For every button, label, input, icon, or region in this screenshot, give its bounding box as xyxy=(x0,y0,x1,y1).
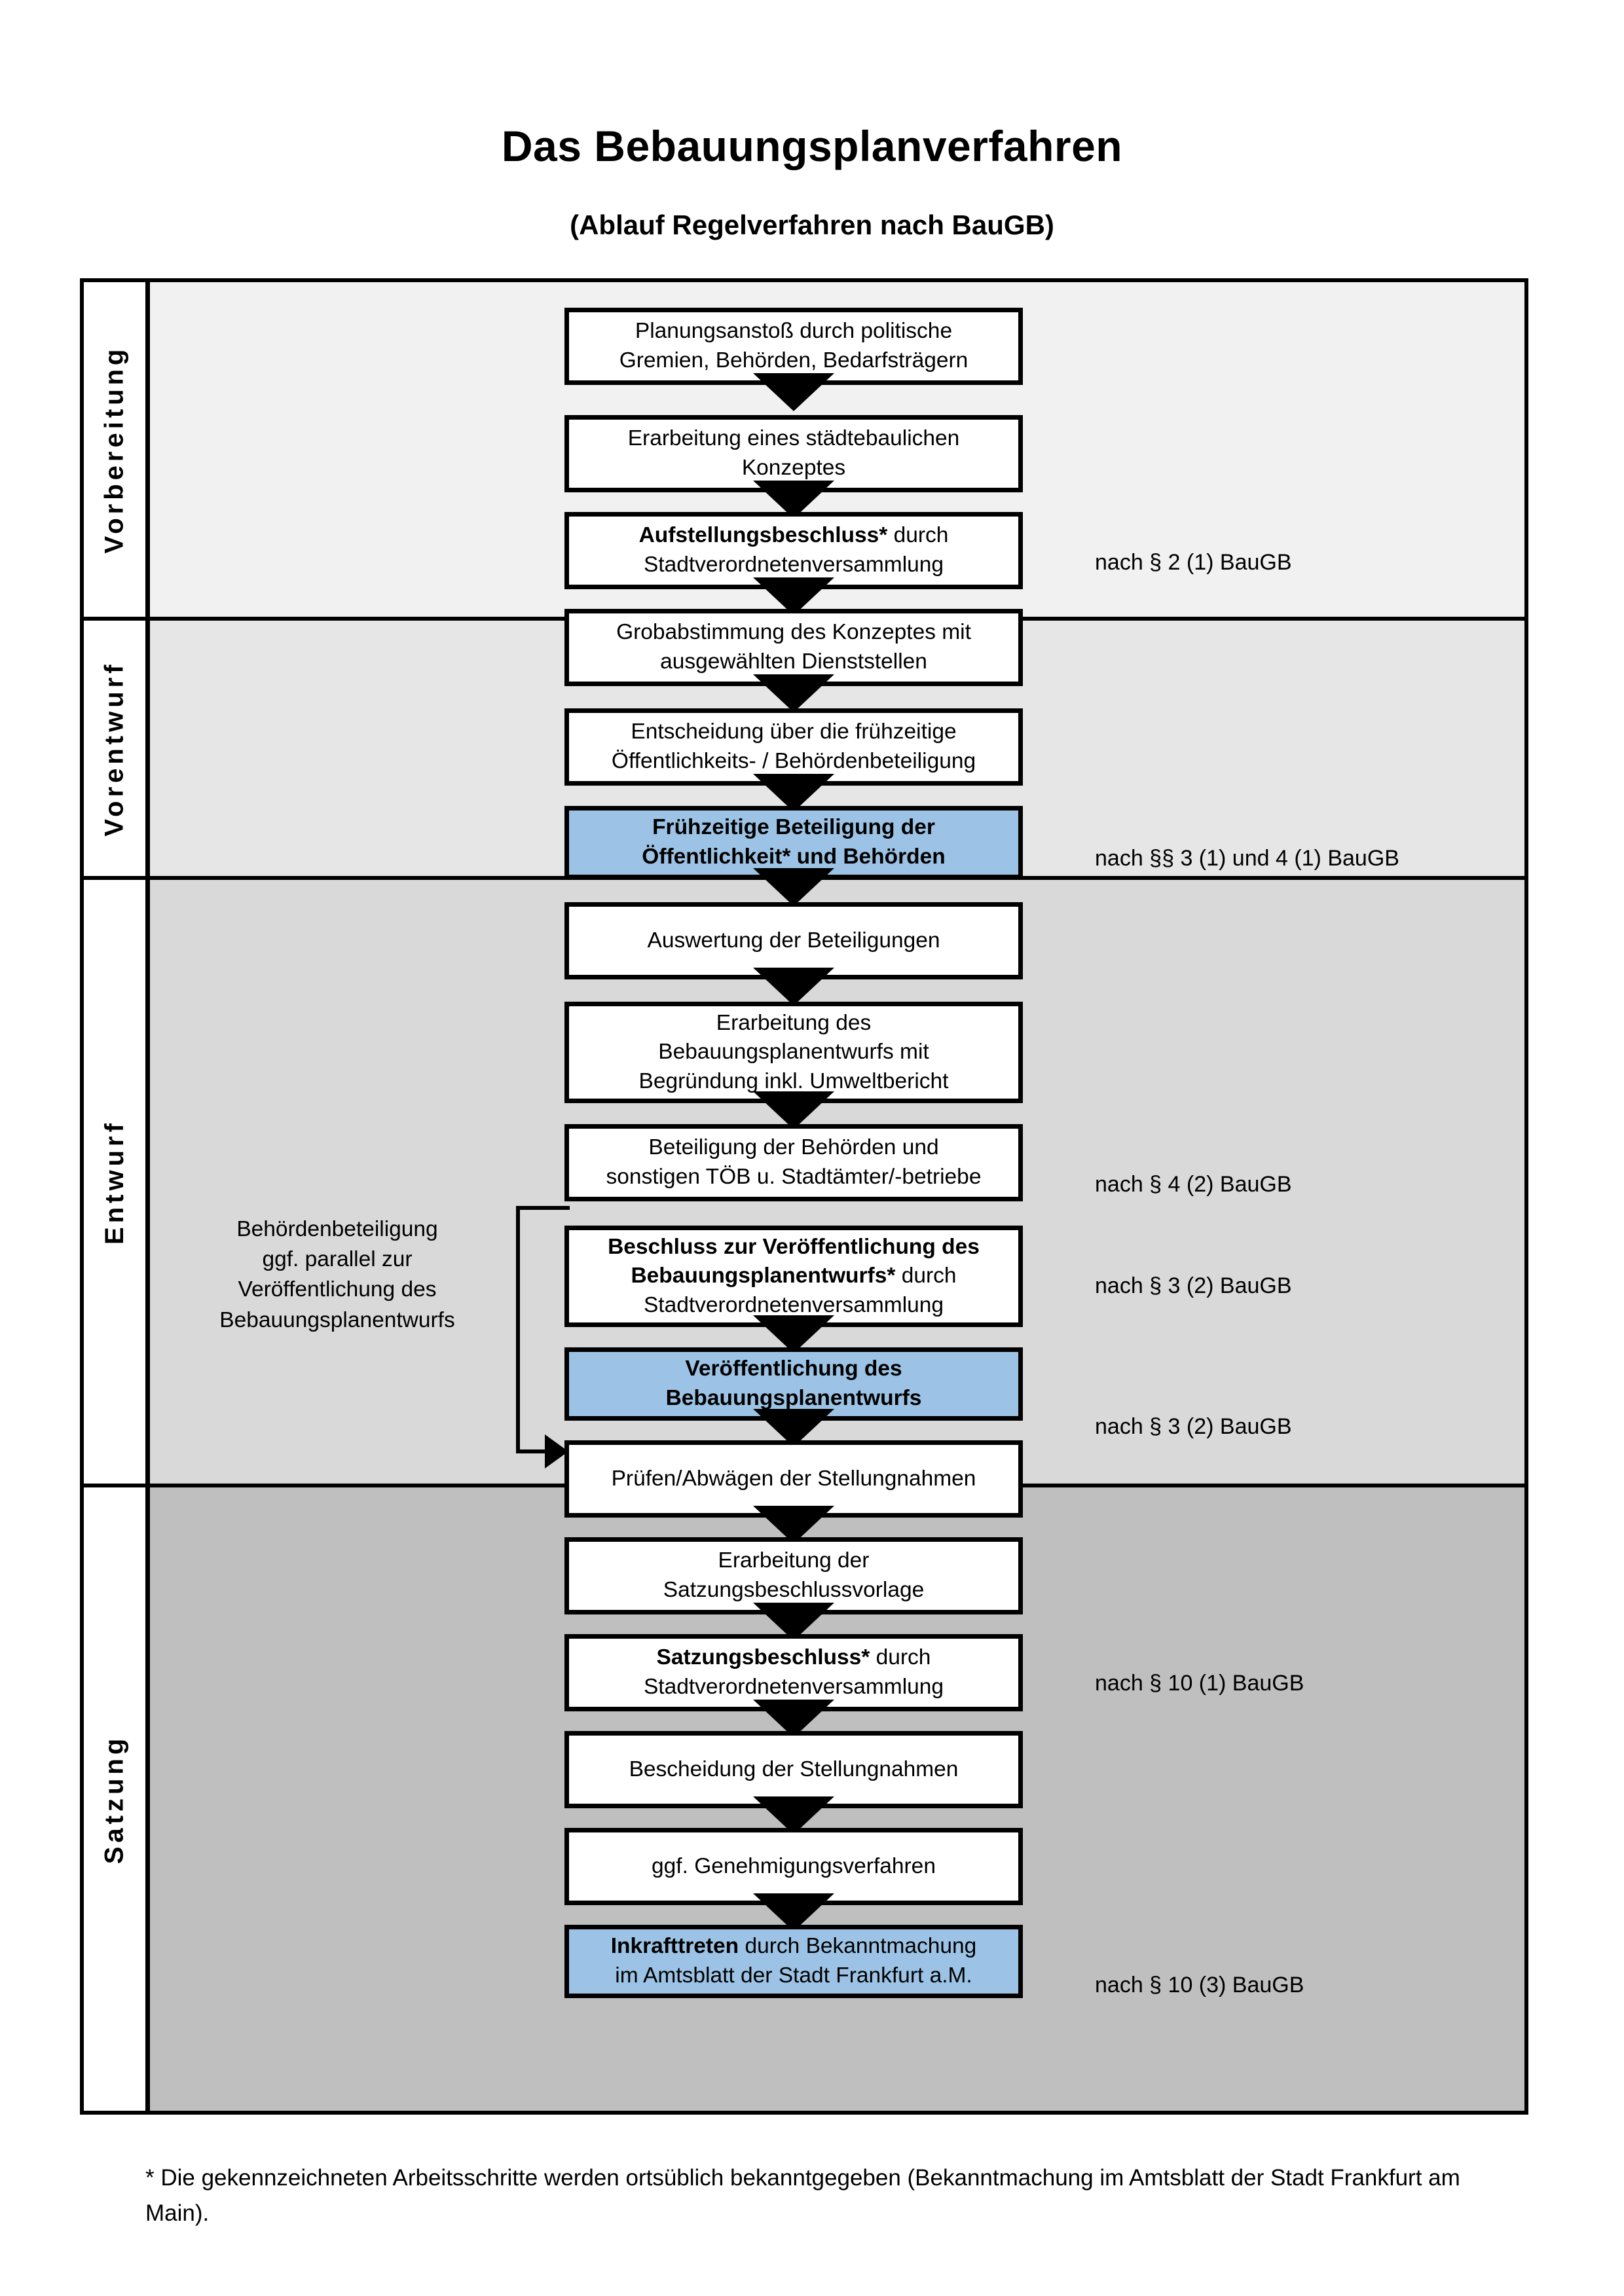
process-box-line: Stadtverordnetenversammlung xyxy=(643,553,944,577)
phase-label-entwurf: Entwurf xyxy=(84,880,145,1484)
flow-arrow-icon xyxy=(753,674,834,712)
process-box-line: Grobabstimmung des Konzeptes mit xyxy=(616,620,971,645)
process-box-line-bold: Inkrafttreten xyxy=(610,1934,739,1959)
process-box-line: Stadtverordnetenversammlung xyxy=(643,1292,944,1317)
process-box-line: Beteiligung der Behörden und xyxy=(648,1135,939,1160)
feedback-connector-top xyxy=(516,1206,570,1210)
process-box-line: Erarbeitung der xyxy=(718,1548,870,1573)
flow-arrow-icon xyxy=(753,373,834,411)
process-box-line: Bebauungsplanentwurfs xyxy=(665,1386,922,1410)
process-box-line: Veröffentlichung des xyxy=(685,1357,902,1381)
process-box-fruehzeitige-beteiligung[interactable]: Frühzeitige Beteiligung der Öffentlichke… xyxy=(564,806,1023,879)
process-box-line: Stadtverordnetenversammlung xyxy=(643,1675,944,1699)
legal-reference: nach § 3 (2) BauGB xyxy=(1095,1273,1292,1298)
process-box-line: im Amtsblatt der Stadt Frankfurt a.M. xyxy=(615,1963,972,1988)
process-box-line: Entscheidung über die frühzeitige xyxy=(631,720,957,744)
legal-reference: nach § 10 (3) BauGB xyxy=(1095,1973,1304,1997)
process-box-line: Begründung inkl. Umweltbericht xyxy=(638,1068,949,1093)
legal-reference: nach § 10 (1) BauGB xyxy=(1095,1671,1304,1696)
legal-reference: nach § 2 (1) BauGB xyxy=(1095,550,1292,575)
feedback-connector-vertical xyxy=(516,1206,520,1453)
process-box-inkrafttreten[interactable]: Inkrafttreten durch Bekanntmachung im Am… xyxy=(564,1925,1023,1998)
flow-arrow-icon xyxy=(753,1315,834,1353)
sidenote-line: Behördenbeteiligung xyxy=(236,1217,438,1241)
phase-label-vorentwurf: Vorentwurf xyxy=(84,621,145,876)
legal-reference: nach § 4 (2) BauGB xyxy=(1095,1172,1292,1197)
process-box-line: Gremien, Behörden, Bedarfsträgern xyxy=(619,348,969,373)
process-box-erarbeitung-bebauungsplanentwurf[interactable]: Erarbeitung des Bebauungsplanentwurfs mi… xyxy=(564,1002,1023,1103)
process-box-line: Öffentlichkeits- / Behördenbeteiligung xyxy=(611,749,976,773)
process-box-entscheidung-beteiligung[interactable]: Entscheidung über die frühzeitige Öffent… xyxy=(564,708,1023,786)
phase-label-column-divider xyxy=(145,278,150,2115)
process-box-line: Öffentlichkeit* und Behörden xyxy=(642,845,946,869)
process-box-line: Konzeptes xyxy=(741,456,846,480)
process-box-staedtebauliches-konzept[interactable]: Erarbeitung eines städtebaulichen Konzep… xyxy=(564,415,1023,492)
process-box-line: Bebauungsplanentwurfs mit xyxy=(658,1040,929,1065)
process-box-line-bold: Aufstellungsbeschluss* xyxy=(638,523,888,548)
process-box-pruefen-abwaegen[interactable]: Prüfen/Abwägen der Stellungnahmen xyxy=(564,1440,1023,1518)
page-title: Das Bebauungsplanverfahren xyxy=(501,122,1123,170)
feedback-connector-bottom xyxy=(516,1449,547,1453)
process-box-line: Erarbeitung eines städtebaulichen xyxy=(627,426,960,451)
legal-reference: nach § 3 (2) BauGB xyxy=(1095,1414,1292,1439)
process-box-line-bold: Satzungsbeschluss* xyxy=(656,1645,870,1670)
process-box-satzungsbeschlussvorlage[interactable]: Erarbeitung der Satzungsbeschlussvorlage xyxy=(564,1537,1023,1614)
diagram-frame xyxy=(80,278,1528,2115)
process-box-satzungsbeschluss[interactable]: Satzungsbeschluss* durch Stadtverordnete… xyxy=(564,1634,1023,1711)
process-box-line: sonstigen TÖB u. Stadtämter/-betriebe xyxy=(606,1165,982,1189)
phase-label-vorbereitung: Vorbereitung xyxy=(84,282,145,617)
process-box-line-bold: Beschluss zur Veröffentlichung des xyxy=(608,1234,980,1259)
flow-arrow-icon xyxy=(753,774,834,812)
phase-label-satzung: Satzung xyxy=(84,1487,145,2111)
process-box-line: Prüfen/Abwägen der Stellungnahmen xyxy=(611,1466,976,1491)
sidenote-line: Veröffentlichung des xyxy=(238,1277,437,1302)
process-box-line-rest: durch Bekanntmachung xyxy=(739,1934,977,1959)
process-box-line-rest: durch xyxy=(870,1645,931,1670)
process-box-line: Erarbeitung des xyxy=(716,1010,872,1035)
process-box-line: Auswertung der Beteiligungen xyxy=(647,928,940,953)
sidenote-line: ggf. parallel zur xyxy=(262,1247,413,1272)
flow-arrow-icon xyxy=(753,868,834,906)
process-box-line-rest: durch xyxy=(895,1264,957,1288)
process-box-line: Planungsanstoß durch politische xyxy=(635,319,953,344)
process-box-line: Aufstellungsbeschluss* durch xyxy=(639,521,949,551)
process-box-line: Bescheidung der Stellungnahmen xyxy=(629,1757,959,1781)
process-box-line: Beschluss zur Veröffentlichung des xyxy=(608,1233,980,1262)
process-box-line-rest: durch xyxy=(887,523,949,548)
process-box-line: Frühzeitige Beteiligung der xyxy=(652,815,935,840)
process-box-line: ggf. Genehmigungsverfahren xyxy=(652,1853,936,1878)
sidenote-behoerdenbeteiligung: Behördenbeteiligung ggf. parallel zur Ve… xyxy=(183,1214,491,1336)
process-box-line: Inkrafttreten durch Bekanntmachung xyxy=(611,1932,977,1961)
sidenote-line: Bebauungsplanentwurfs xyxy=(219,1307,455,1332)
process-box-line: Bebauungsplanentwurfs* durch xyxy=(608,1262,980,1291)
page-subtitle: (Ablauf Regelverfahren nach BauGB) xyxy=(570,210,1054,240)
footnote: * Die gekennzeichneten Arbeitsschritte w… xyxy=(145,2165,1460,2227)
process-box-line: ausgewählten Dienststellen xyxy=(660,649,927,674)
process-box-line: Satzungsbeschlussvorlage xyxy=(663,1578,925,1602)
process-box-line: Satzungsbeschluss* durch xyxy=(644,1643,944,1673)
legal-reference: nach §§ 3 (1) und 4 (1) BauGB xyxy=(1095,846,1399,871)
flow-arrow-icon xyxy=(753,968,834,1006)
process-box-line-bold: Bebauungsplanentwurfs* xyxy=(631,1264,896,1288)
flow-arrow-icon xyxy=(753,1091,834,1129)
process-box-beteiligung-behoerden-toeb[interactable]: Beteiligung der Behörden und sonstigen T… xyxy=(564,1124,1023,1201)
process-box-beschluss-veroeffentlichung[interactable]: Beschluss zur Veröffentlichung des Bebau… xyxy=(564,1226,1023,1327)
